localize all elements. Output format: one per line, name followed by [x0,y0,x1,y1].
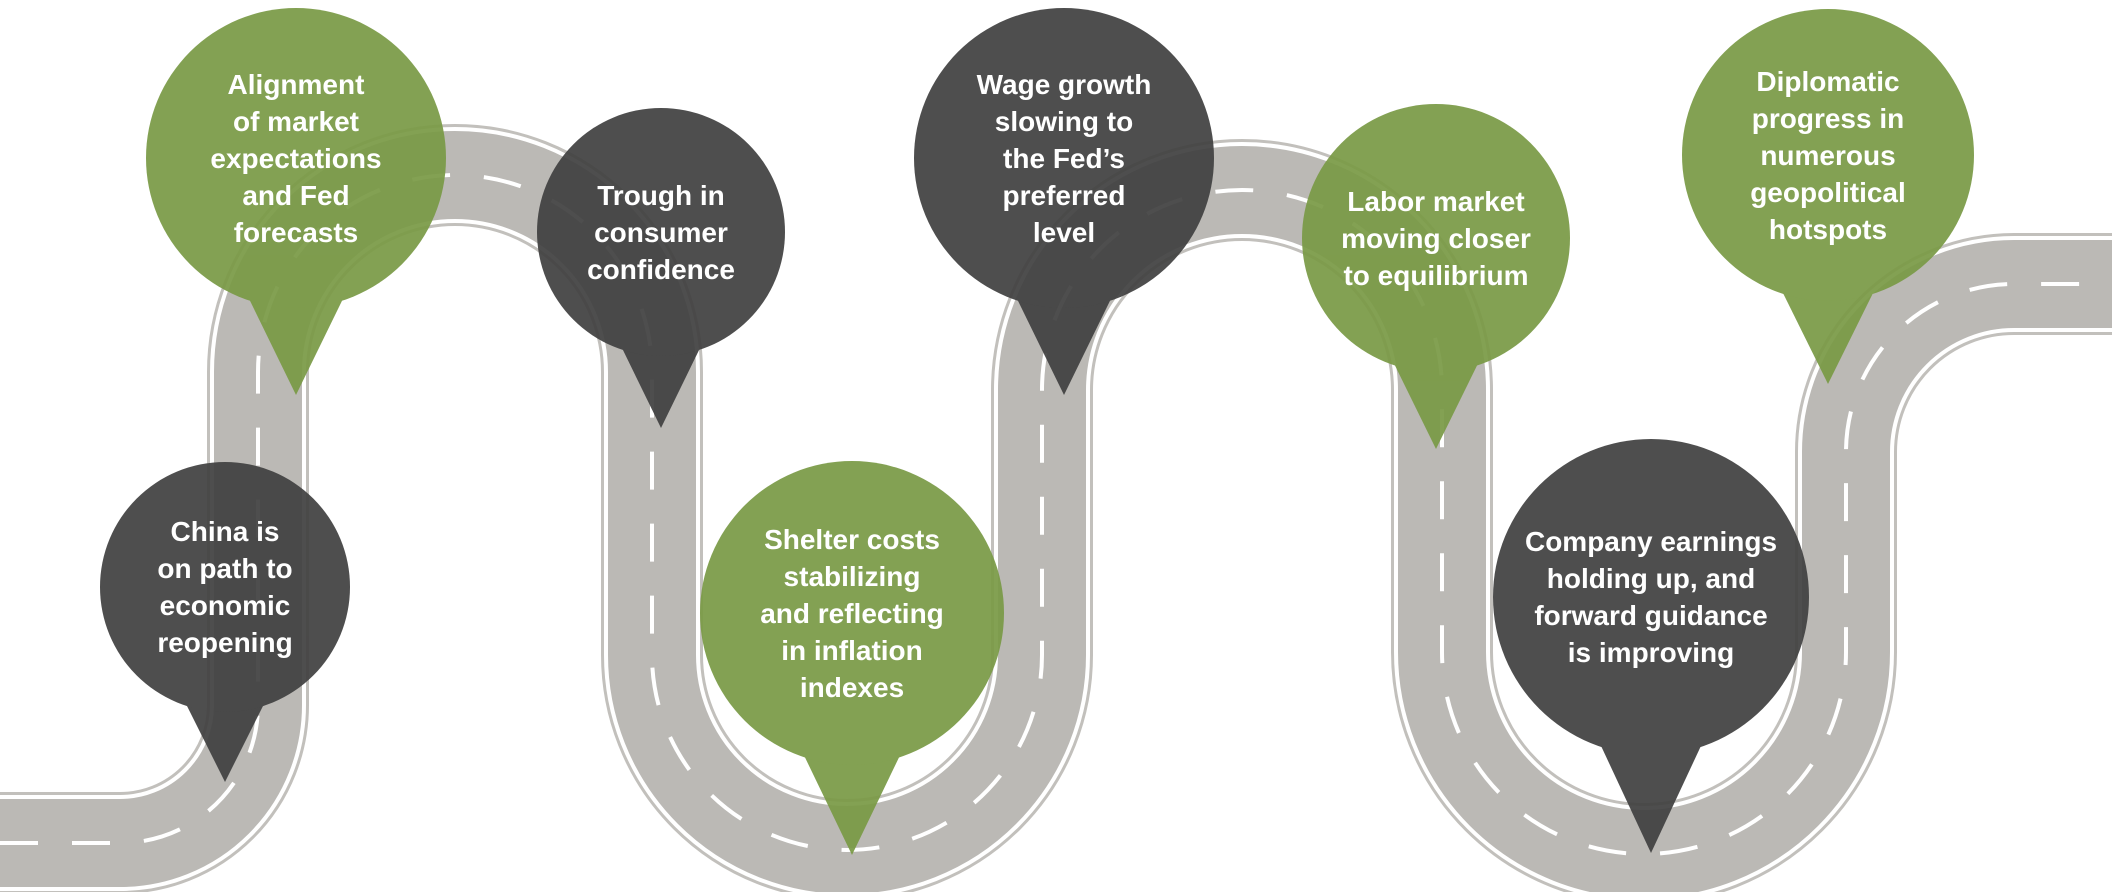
milestone-pin-alignment [146,8,446,395]
pin-head [1682,9,1974,301]
milestone-pin-earnings [1493,439,1809,853]
milestone-pin-wage [914,8,1214,395]
pin-head [537,108,785,356]
milestone-pin-china [100,462,350,782]
milestone-pin-labor [1302,104,1570,449]
pin-head [914,8,1214,308]
pin-head [1302,104,1570,372]
pin-head [700,461,1004,765]
pin-head [100,462,350,712]
pin-head [146,8,446,308]
milestone-pin-trough [537,108,785,428]
milestone-pin-diplomatic [1682,9,1974,384]
pin-head [1493,439,1809,755]
milestone-pin-shelter [700,461,1004,855]
